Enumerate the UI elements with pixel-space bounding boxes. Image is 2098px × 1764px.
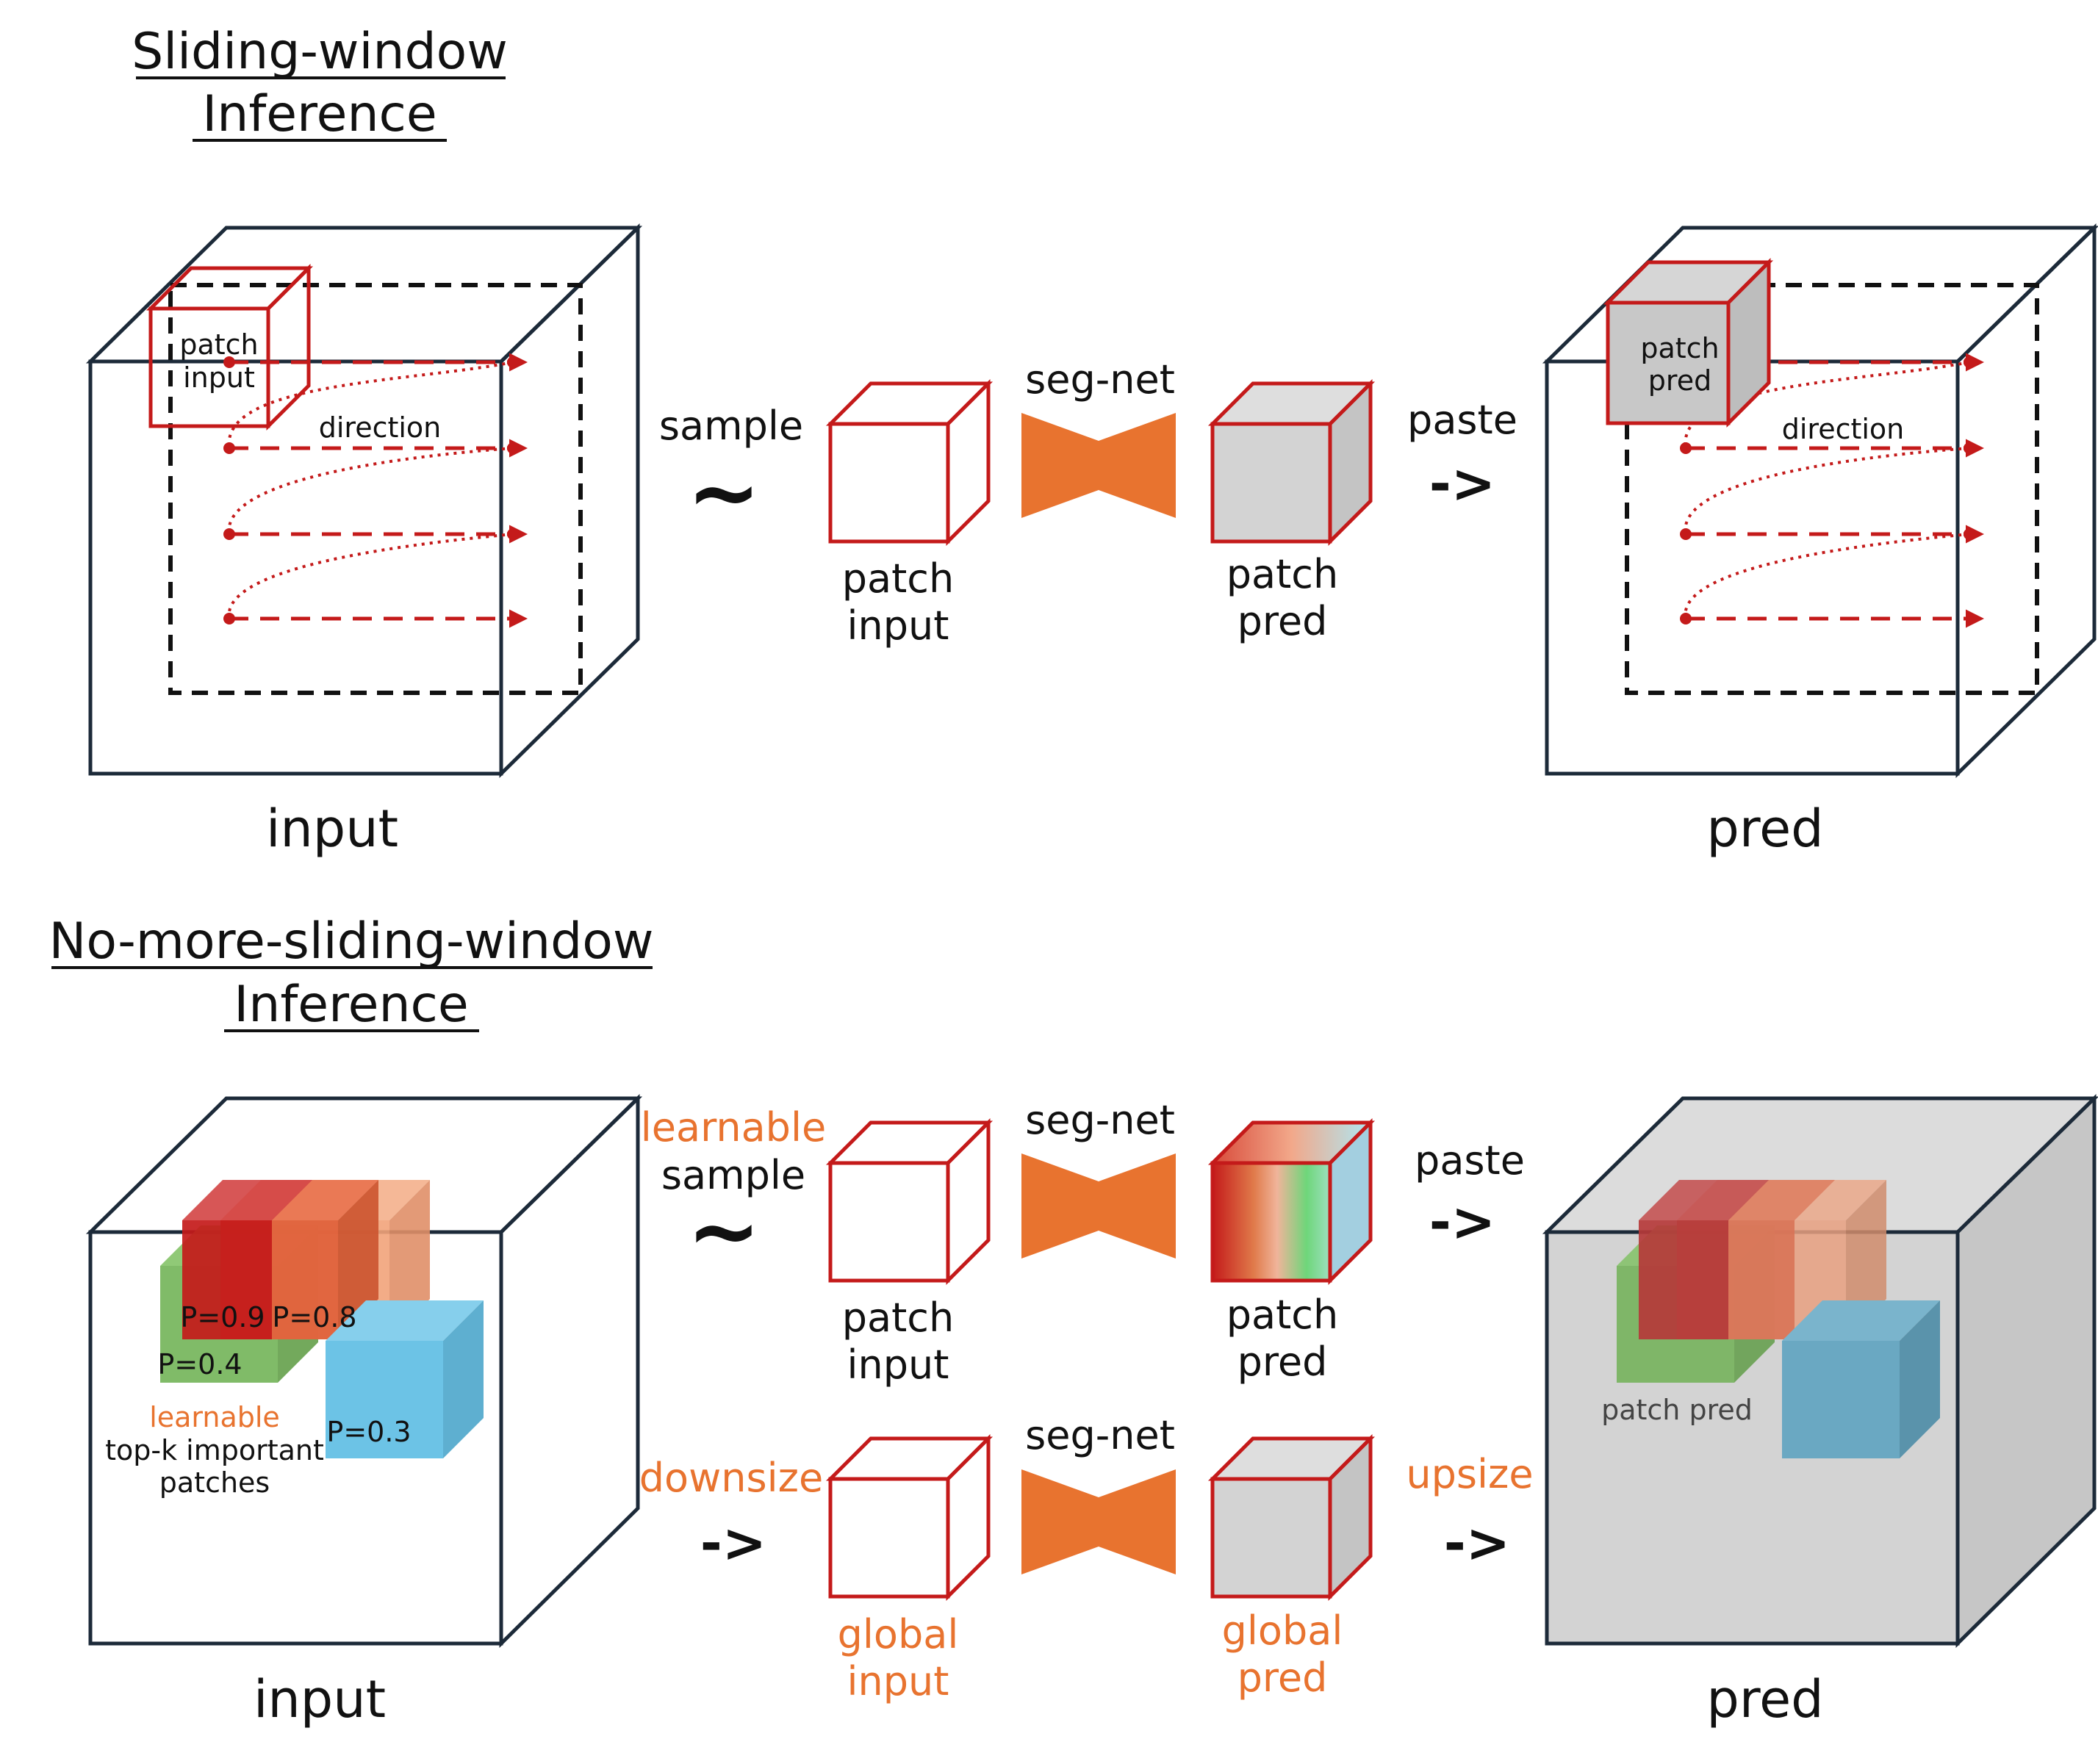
patch-pred-cube-label-1: patch (1640, 332, 1719, 364)
global-input-cube (825, 1433, 994, 1602)
topk-line1: top-k important (105, 1434, 324, 1466)
patch-pred-cube-right: patch pred (1603, 257, 1774, 428)
bottom-patch-input-label-2: input (847, 1342, 949, 1388)
top-sample-symbol: ~ (687, 442, 761, 544)
top-title-line2: Inference (202, 85, 437, 143)
bottom-segnet-top-shape (1021, 1153, 1176, 1259)
patch-cube-left: patch input (146, 263, 314, 431)
top-patch-pred-cube (1207, 378, 1376, 547)
bottom-input-cube: P=0.9 P=0.8 P=0.4 P=0.3 learnable top-k … (85, 1094, 643, 1648)
bottom-segnet-bottom-shape (1021, 1469, 1176, 1574)
bottom-pred-label: pred (1706, 1669, 1823, 1729)
top-patch-input-cube (825, 378, 994, 547)
bottom-paste-arrow: -> (1429, 1191, 1495, 1253)
bottom-input-label: input (254, 1669, 386, 1729)
scan-arrows-right (1680, 353, 1984, 628)
bottom-sample-symbol: ~ (687, 1181, 761, 1283)
top-patch-pred-label-1: patch (1226, 551, 1338, 597)
global-pred-label-2: pred (1237, 1655, 1328, 1701)
top-patch-pred-label-2: pred (1237, 598, 1328, 644)
global-input-label-2: input (847, 1658, 949, 1704)
top-title-line1: Sliding-window (132, 23, 508, 81)
patch-blue (326, 1300, 484, 1458)
patch-cube-label-1: patch (179, 328, 258, 361)
top-input-label: input (266, 799, 398, 859)
scan-arrows-left (223, 353, 528, 628)
bottom-title-line1: No-more-sliding-window (49, 912, 653, 971)
bottom-title-line2: Inference (234, 976, 469, 1034)
learnable-note: learnable (149, 1401, 280, 1433)
downsize-label: downsize (639, 1455, 823, 1501)
top-paste-label: paste (1407, 397, 1517, 443)
patch-pred-note: patch pred (1601, 1394, 1753, 1426)
patch-pred-cube-label-2: pred (1648, 364, 1711, 397)
bottom-segnet-top-label: seg-net (1025, 1097, 1175, 1143)
top-sample-label: sample (659, 403, 803, 449)
direction-label-left: direction (319, 411, 442, 444)
bottom-patch-pred-label-2: pred (1237, 1339, 1328, 1385)
bottom-pred-cube: patch pred (1542, 1094, 2098, 1648)
upsize-arrow: -> (1444, 1512, 1510, 1574)
prob-orange-label: P=0.8 (272, 1301, 356, 1333)
prob-blue-label: P=0.3 (326, 1416, 411, 1448)
global-pred-cube (1207, 1433, 1376, 1602)
patch-cube-label-2: input (183, 361, 255, 394)
prob-green-label: P=0.4 (157, 1348, 242, 1380)
upsize-label: upsize (1406, 1451, 1533, 1497)
global-pred-label-1: global (1222, 1608, 1343, 1654)
top-pred-cube: patch pred direction (1542, 223, 2098, 778)
topk-line2: patches (159, 1466, 270, 1499)
top-patch-input-label-1: patch (842, 555, 954, 602)
bottom-patch-input-cube (825, 1117, 994, 1286)
top-section: Sliding-window Inference (85, 23, 2098, 859)
top-patch-input-label-2: input (847, 602, 949, 649)
pred-patch-red (1639, 1180, 1769, 1339)
global-input-label-1: global (838, 1611, 959, 1657)
bottom-patch-pred-label-1: patch (1226, 1292, 1338, 1338)
learnable-sample-1: learnable (641, 1104, 826, 1151)
bottom-paste-label: paste (1415, 1137, 1525, 1184)
bottom-patch-pred-cube (1207, 1117, 1376, 1286)
top-segnet-label: seg-net (1025, 356, 1175, 403)
top-segnet-shape (1021, 413, 1176, 518)
top-pred-label: pred (1706, 799, 1823, 859)
top-paste-arrow: -> (1429, 453, 1495, 514)
top-input-cube: patch input direction (85, 223, 643, 778)
patch-red (182, 1180, 312, 1339)
window-region (168, 283, 583, 695)
bottom-section: No-more-sliding-window Inference (49, 912, 2098, 1729)
direction-label-right: direction (1782, 413, 1905, 445)
learnable-sample-2: sample (661, 1152, 805, 1198)
prob-red-label: P=0.9 (180, 1301, 265, 1333)
bottom-segnet-bottom-label: seg-net (1025, 1412, 1175, 1458)
downsize-arrow: -> (700, 1512, 766, 1574)
pred-patch-blue (1782, 1300, 1940, 1458)
bottom-patch-input-label-1: patch (842, 1295, 954, 1341)
